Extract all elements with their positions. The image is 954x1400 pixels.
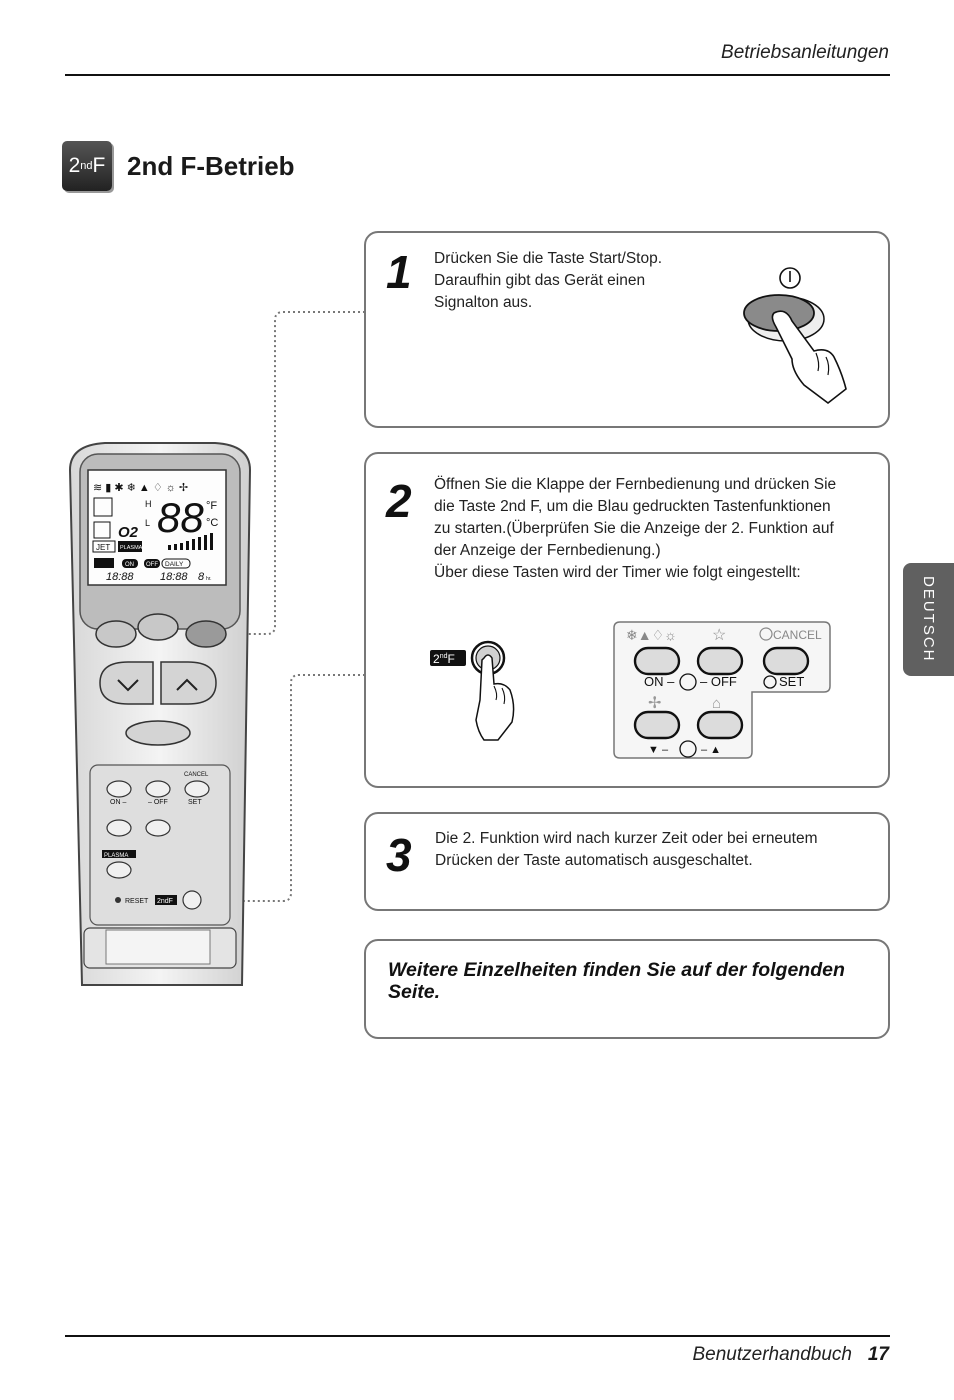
svg-text:L: L [145, 518, 150, 528]
step-2-number: 2 [386, 475, 412, 527]
step-3-card: 3 Die 2. Funktion wird nach kurzer Zeit … [364, 812, 890, 911]
svg-text:DAILY: DAILY [165, 561, 184, 568]
svg-text:❄▲♢☼: ❄▲♢☼ [626, 627, 677, 643]
svg-text:ON: ON [125, 562, 134, 568]
note-card: Weitere Einzelheiten finden Sie auf der … [364, 939, 890, 1039]
svg-text:8: 8 [198, 571, 205, 583]
header-rule [65, 74, 890, 76]
svg-text:ON –: ON – [110, 799, 126, 806]
svg-text:☆: ☆ [712, 627, 726, 644]
leader-line-start-stop [228, 311, 365, 635]
svg-text:⌂: ⌂ [712, 695, 721, 712]
svg-text:°C: °C [206, 517, 218, 529]
svg-text:PLASMA: PLASMA [120, 545, 143, 551]
svg-text:– OFF: – OFF [700, 674, 737, 689]
svg-text:PLASMA: PLASMA [104, 853, 128, 859]
svg-text:18:88: 18:88 [106, 571, 134, 583]
step-3-text: Die 2. Funktion wird nach kurzer Zeit od… [435, 830, 818, 869]
svg-text:2ndF: 2ndF [157, 898, 173, 905]
svg-text:H: H [145, 499, 152, 509]
step-1-card: 1 Drücken Sie die Taste Start/Stop. Dara… [364, 231, 890, 428]
svg-text:– OFF: – OFF [148, 799, 168, 806]
svg-text:88: 88 [157, 494, 204, 541]
step-1-text: Drücken Sie die Taste Start/Stop. Darauf… [434, 250, 663, 311]
step-2-card: 2 Öffnen Sie die Klappe der Fernbedienun… [364, 452, 890, 788]
svg-text:18:88: 18:88 [160, 571, 188, 583]
step-3-number: 3 [386, 829, 412, 881]
svg-text:▼ –: ▼ – [648, 744, 669, 756]
svg-text:2ndF: 2ndF [433, 652, 455, 666]
section-title: 2nd F-Betrieb [127, 151, 295, 181]
svg-text:– ▲: – ▲ [701, 744, 721, 756]
page-number: 17 [867, 1344, 889, 1365]
step-2-text: Öffnen Sie die Klappe der Fernbedienung … [434, 476, 837, 581]
footer-rule [65, 1335, 890, 1337]
step-1-number: 1 [386, 246, 412, 298]
svg-text:°F: °F [206, 500, 217, 512]
header-title: Betriebsanleitungen [721, 42, 889, 63]
2ndf-button-press-illustration: 2ndF [430, 640, 515, 741]
footer-label: Benutzerhandbuch [692, 1344, 852, 1365]
timer-buttons-panel: ❄▲♢☼ ☆ CANCEL ON – – OFF SET ✢ ⌂ ▼ – – ▲ [613, 621, 831, 759]
svg-text:✢: ✢ [648, 695, 661, 712]
svg-text:hr.: hr. [206, 576, 212, 582]
svg-text:≋ ▮ ✱ ❄ ▲ ♢ ☼ ✢: ≋ ▮ ✱ ❄ ▲ ♢ ☼ ✢ [93, 482, 188, 494]
start-stop-button-press-illustration [743, 267, 847, 405]
svg-text:CANCEL: CANCEL [773, 628, 822, 642]
svg-text:JET: JET [96, 543, 110, 552]
svg-text:ON –: ON – [644, 674, 675, 689]
svg-text:SET: SET [188, 799, 202, 806]
svg-text:OFF: OFF [146, 562, 158, 568]
svg-text:SET: SET [779, 674, 804, 689]
note-text: Weitere Einzelheiten finden Sie auf der … [388, 959, 845, 1003]
svg-text:RESET: RESET [125, 898, 149, 905]
svg-text:CANCEL: CANCEL [184, 772, 209, 778]
language-tab: DEUTSCH [903, 563, 954, 676]
svg-text:O2: O2 [118, 524, 139, 541]
remote-control-illustration: ≋ ▮ ✱ ❄ ▲ ♢ ☼ ✢ H L 88 °F °C O2 JET PLAS… [68, 442, 252, 986]
